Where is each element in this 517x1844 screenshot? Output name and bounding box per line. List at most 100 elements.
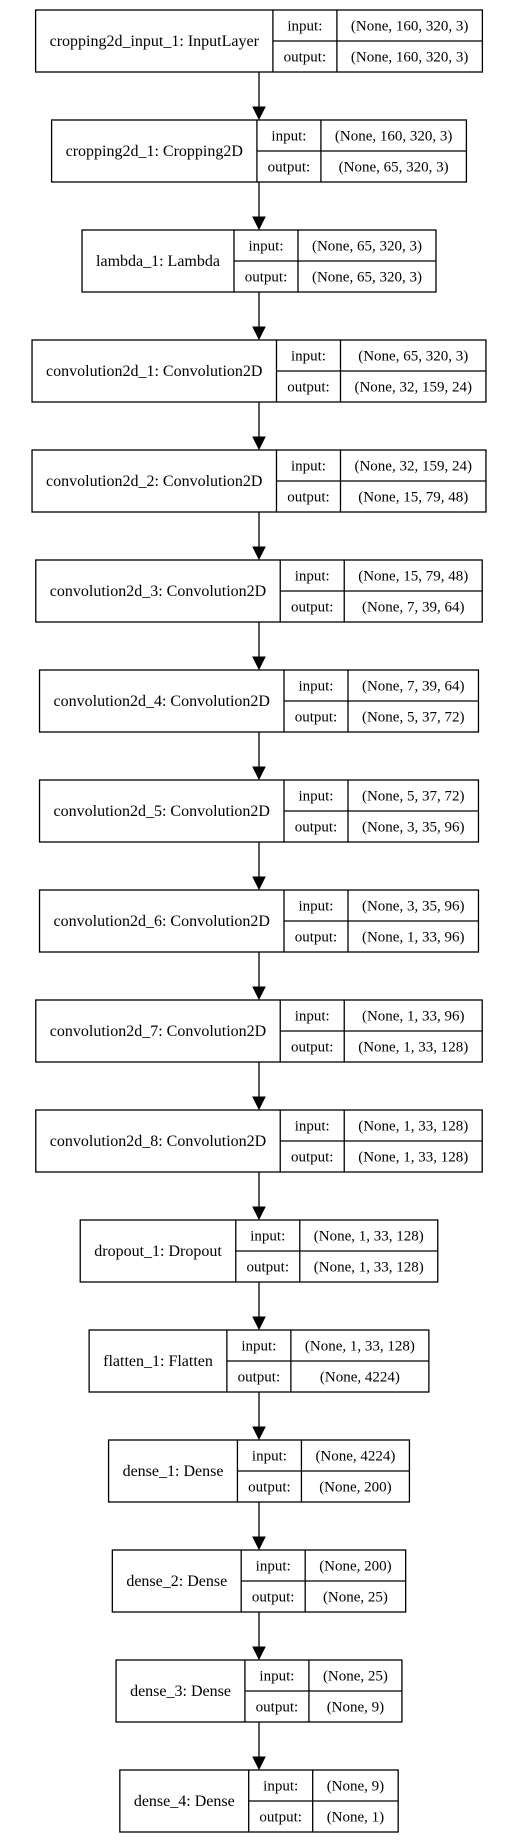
input-label: input: — [250, 1229, 285, 1245]
output-label: output: — [252, 1590, 295, 1606]
layer-name: convolution2d_6: Convolution2D — [54, 913, 270, 930]
arrow-head — [252, 1096, 266, 1111]
flow-arrow — [252, 1392, 266, 1441]
arrow-head — [252, 876, 266, 891]
output-label: output: — [268, 160, 311, 176]
input-label: input: — [295, 1119, 330, 1135]
layer-name: cropping2d_input_1: InputLayer — [50, 33, 260, 50]
input-label: input: — [291, 459, 326, 475]
output-label: output: — [295, 930, 338, 946]
output-shape: (None, 65, 320, 3) — [339, 160, 449, 176]
arrow-head — [252, 546, 266, 561]
output-label: output: — [291, 1150, 334, 1166]
output-shape: (None, 32, 159, 24) — [354, 380, 471, 396]
layer-name: convolution2d_8: Convolution2D — [50, 1133, 266, 1150]
flow-arrow — [252, 512, 266, 561]
input-shape: (None, 1, 33, 128) — [314, 1229, 424, 1245]
flow-arrow — [252, 622, 266, 671]
output-shape: (None, 1, 33, 128) — [358, 1040, 468, 1056]
input-shape: (None, 3, 35, 96) — [362, 899, 464, 915]
output-label: output: — [248, 1480, 291, 1496]
input-shape: (None, 32, 159, 24) — [354, 459, 471, 475]
output-shape: (None, 160, 320, 3) — [351, 50, 468, 66]
output-shape: (None, 200) — [319, 1480, 391, 1496]
layer-name: dropout_1: Dropout — [94, 1243, 222, 1260]
input-shape: (None, 7, 39, 64) — [362, 679, 464, 695]
output-shape: (None, 9) — [327, 1700, 384, 1716]
flow-arrow — [252, 1062, 266, 1111]
output-shape: (None, 1, 33, 128) — [314, 1260, 424, 1276]
flow-arrow — [252, 292, 266, 341]
output-label: output: — [287, 490, 330, 506]
layer-node: convolution2d_8: Convolution2D input: outp… — [35, 1109, 483, 1173]
output-shape: (None, 15, 79, 48) — [358, 490, 468, 506]
layer-name: convolution2d_1: Convolution2D — [46, 363, 262, 380]
arrow-head — [252, 1206, 266, 1221]
flow-arrow — [252, 732, 266, 781]
output-shape: (None, 4224) — [320, 1370, 400, 1386]
layer-node: cropping2d_input_1: InputLayerinput:outp… — [34, 9, 484, 73]
input-shape: (None, 15, 79, 48) — [358, 569, 468, 585]
layer-name: convolution2d_5: Convolution2D — [54, 803, 270, 820]
input-label: input: — [248, 239, 283, 255]
input-shape: (None, 9) — [327, 1779, 384, 1795]
output-shape: (None, 65, 320, 3) — [312, 270, 422, 286]
input-shape: (None, 1, 33, 128) — [358, 1119, 468, 1135]
layer-name: dense_1: Dense — [123, 1463, 224, 1480]
output-shape: (None, 3, 35, 96) — [362, 820, 464, 836]
input-label: input: — [241, 1339, 276, 1355]
layer-node: convolution2d_1: Convolution2Dinput:outp… — [31, 339, 487, 403]
layer-name: convolution2d_4: Convolution2D — [54, 693, 270, 710]
input-shape: (None, 5, 37, 72) — [362, 789, 464, 805]
arrow-head — [252, 656, 266, 671]
arrow-head — [252, 986, 266, 1001]
layer-name: lambda_1: Lambda — [96, 253, 220, 270]
layer-name: convolution2d_2: Convolution2D — [46, 473, 262, 490]
layer-name: dense_2: Dense — [126, 1573, 227, 1590]
arrow-head — [252, 1756, 266, 1771]
layer-node: convolution2d_2: Convolution2D input: outp… — [31, 449, 487, 513]
input-shape: (None, 25) — [323, 1669, 388, 1685]
output-label: output: — [245, 270, 288, 286]
input-label: input: — [295, 1009, 330, 1025]
input-label: input: — [298, 899, 333, 915]
output-label: output: — [256, 1700, 299, 1716]
arrow-head — [252, 436, 266, 451]
input-shape: (None, 65, 320, 3) — [312, 239, 422, 255]
layer-name: dense_3: Dense — [130, 1683, 231, 1700]
input-label: input: — [295, 569, 330, 585]
input-label: input: — [252, 1449, 287, 1465]
flow-arrow — [252, 1722, 266, 1771]
output-label: output: — [291, 1040, 334, 1056]
output-shape: (None, 7, 39, 64) — [362, 600, 464, 616]
arrow-head — [252, 1646, 266, 1661]
input-shape: (None, 65, 320, 3) — [358, 349, 468, 365]
output-label: output: — [291, 600, 334, 616]
layer-node: flatten_1: Flatten input: output: (None, 1,… — [88, 1329, 430, 1393]
arrow-head — [252, 766, 266, 781]
output-label: output: — [295, 710, 338, 726]
layer-name: convolution2d_3: Convolution2D — [50, 583, 266, 600]
layer-node: convolution2d_4: Convolution2D input: outp… — [38, 669, 480, 733]
layer-node: convolution2d_5: Convolution2Dinput:outp… — [38, 779, 480, 843]
output-label: output: — [238, 1370, 281, 1386]
arrow-head — [252, 1426, 266, 1441]
input-shape: (None, 200) — [319, 1559, 391, 1575]
layer-name: flatten_1: Flatten — [103, 1353, 213, 1370]
flow-arrow — [252, 1282, 266, 1331]
arrow-head — [252, 1536, 266, 1551]
output-label: output: — [295, 820, 338, 836]
output-shape: (None, 1, 33, 96) — [362, 930, 464, 946]
layer-node: convolution2d_6: Convolution2D input: outp… — [38, 889, 480, 953]
input-label: input: — [298, 679, 333, 695]
input-shape: (None, 1, 33, 128) — [305, 1339, 415, 1355]
input-label: input: — [271, 129, 306, 145]
layer-node: convolution2d_7: Convolution2Dinput:outp… — [35, 999, 483, 1063]
input-label: input: — [263, 1779, 298, 1795]
flow-arrow — [252, 72, 266, 121]
output-label: output: — [284, 50, 327, 66]
layer-node: lambda_1: Lambda input: output: (None, 65, … — [81, 229, 437, 293]
